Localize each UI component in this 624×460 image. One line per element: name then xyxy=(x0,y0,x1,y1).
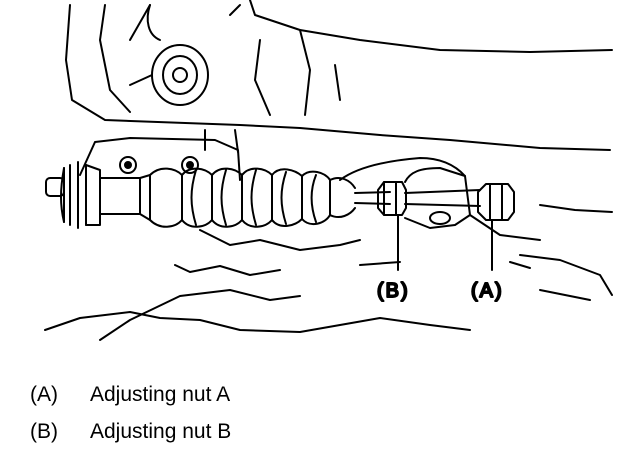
parts-illustration: (B) (A) xyxy=(44,0,613,341)
nut-a-shape xyxy=(477,183,515,221)
rubber-boot xyxy=(149,167,356,228)
legend-item-b: (B) Adjusting nut B xyxy=(30,420,231,444)
mounting-boss xyxy=(129,44,209,106)
rod-end xyxy=(45,161,151,229)
legend-text-b: Adjusting nut B xyxy=(90,420,232,443)
legend-text-a: Adjusting nut A xyxy=(90,383,231,406)
legend-key-a: (A) xyxy=(30,383,58,406)
lower-panel xyxy=(44,204,613,341)
callout-a-label: (A) xyxy=(471,280,504,302)
nut-b-shape xyxy=(377,181,407,216)
upper-housing xyxy=(65,0,613,151)
adjusting-rod xyxy=(354,189,481,207)
legend-item-a: (A) Adjusting nut A xyxy=(30,383,230,407)
legend-key-b: (B) xyxy=(30,420,58,443)
bracket xyxy=(79,129,241,181)
callout-b-label: (B) xyxy=(377,280,410,302)
clevis xyxy=(339,157,471,229)
